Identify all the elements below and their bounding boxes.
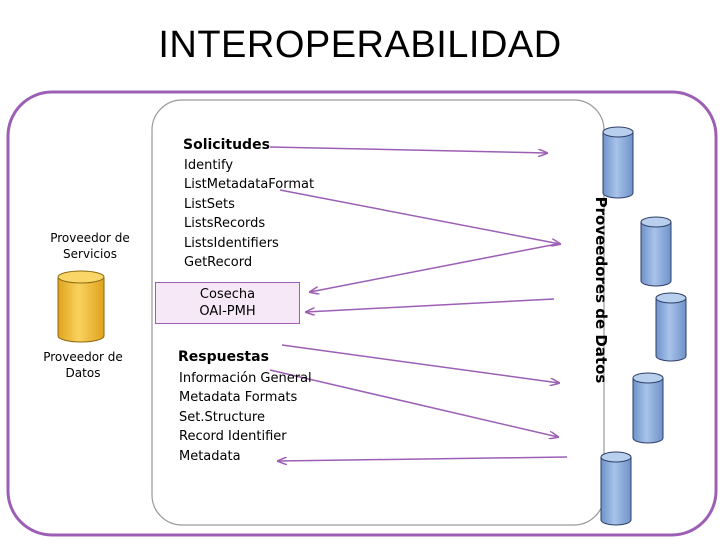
slide-title: INTEROPERABILIDAD [158,24,562,66]
data-provider-database-icon [600,451,632,526]
harvest-arrow [310,243,558,292]
inner-panel [151,99,605,526]
harvest-label-line2: OAI-PMH [199,304,256,319]
data-providers-label: Proveedores de Datos [592,196,610,384]
response-item: Metadata [179,448,241,464]
request-arrow [269,146,547,153]
request-item: Identify [184,158,234,173]
data-provider-database-icon [602,126,634,199]
data-provider-database-icon [632,372,664,444]
request-arrow [279,189,560,244]
service-provider-database-icon [57,270,105,343]
data-provider-label: Proveedor de Datos [43,350,123,380]
responses-heading: Respuestas [178,349,269,365]
harvest-label-line1: Cosecha [199,287,256,302]
data-provider-database-icon [655,292,687,362]
harvest-arrow [306,298,555,312]
response-arrow [281,344,559,383]
response-item: Set.Structure [179,409,265,425]
service-provider-label: Proveedor de Servicios [50,231,130,261]
response-item: Información General [179,371,312,386]
requests-heading: Solicitudes [183,137,270,153]
request-item: ListsRecords [184,216,266,232]
outer-frame [6,90,718,537]
harvest-box: Cosecha OAI-PMH [155,282,300,324]
request-item: ListSets [184,196,235,212]
response-arrow [269,369,558,437]
request-item: ListsIdentifiers [184,235,279,251]
requests-list: Identify ListMetadataFormat ListSets Lis… [184,156,314,272]
response-item: Record Identifier [179,429,287,445]
data-provider-database-icon [640,216,672,287]
response-item: Metadata Formats [179,390,298,406]
request-item: ListMetadataFormat [184,177,315,193]
responses-list: Información General Metadata Formats Set… [179,369,312,466]
request-item: GetRecord [184,255,253,271]
response-arrow [278,456,568,461]
